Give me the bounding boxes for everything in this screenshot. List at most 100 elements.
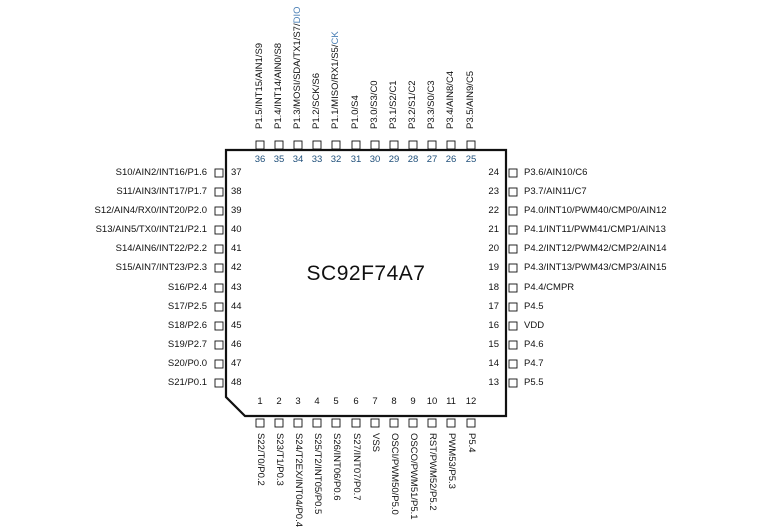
pin-pad xyxy=(274,140,284,150)
pin-label: P4.7 xyxy=(524,358,544,369)
pin-label: S26/INT06/P0.6 xyxy=(331,433,342,501)
pin-number: 19 xyxy=(488,262,499,273)
pin-label: S12/AIN4/RX0/INT20/P2.0 xyxy=(94,205,207,216)
pin-label-text: P3.2/S1/C2 xyxy=(407,80,418,129)
pin-pads xyxy=(214,140,518,428)
pin-pad xyxy=(274,418,284,428)
pin-number: 22 xyxy=(488,205,499,216)
pin-label: P3.5/AIN9/C5 xyxy=(465,71,476,129)
pin-pad xyxy=(508,187,518,197)
pin-label: VSS xyxy=(370,433,381,453)
pin-label: S13/AIN5/TX0/INT21/P2.1 xyxy=(95,224,207,235)
pin-pad xyxy=(508,378,518,388)
pin-pad xyxy=(508,206,518,216)
pin-label-text: P1.0/S4 xyxy=(350,95,361,129)
pin-number: 12 xyxy=(465,396,477,407)
chip-part-number: SC92F74A7 xyxy=(306,262,426,285)
pin-number: 25 xyxy=(465,154,477,165)
pin-label: P3.1/S2/C1 xyxy=(388,80,399,129)
pin-label: PWM53/P5.3 xyxy=(446,433,457,489)
pin-number: 5 xyxy=(333,396,339,407)
pin-pad xyxy=(408,140,418,150)
pin-number: 29 xyxy=(388,154,400,165)
pin-label: P5.5 xyxy=(524,377,544,388)
pin-pad xyxy=(370,140,380,150)
pin-pad xyxy=(389,418,399,428)
pin-label: P3.2/S1/C2 xyxy=(407,80,418,129)
pin-pad xyxy=(255,140,265,150)
pin-number: 35 xyxy=(273,154,285,165)
pin-number: 34 xyxy=(292,154,304,165)
pin-label: S27/INT07/P0.7 xyxy=(351,433,362,501)
pin-pad xyxy=(508,263,518,273)
pin-label-text: P1.3/MOSI/SDA/TX1/S7/ xyxy=(292,23,303,129)
pin-label-text: P3.0/S3/C0 xyxy=(369,80,380,129)
chip-body xyxy=(224,148,508,418)
pin-number: 36 xyxy=(254,154,266,165)
pin-number: 43 xyxy=(231,282,242,293)
pin-number: 3 xyxy=(295,396,301,407)
pin-label: S17/P2.5 xyxy=(167,301,207,312)
pin-pad xyxy=(331,418,341,428)
pin-number: 14 xyxy=(488,358,499,369)
pin-label: P1.2/SCK/S6 xyxy=(311,73,322,129)
pin-pad xyxy=(446,140,456,150)
pin-label: P1.0/S4 xyxy=(350,95,361,129)
pin-pad xyxy=(255,418,265,428)
pin-label: S22/T0/P0.2 xyxy=(255,433,266,486)
pin-number: 21 xyxy=(488,224,499,235)
pin-pad xyxy=(312,140,322,150)
pin-pad xyxy=(214,244,224,254)
pin-label: P3.7/AIN11/C7 xyxy=(524,186,587,197)
pin-number: 24 xyxy=(488,167,499,178)
pin-pad xyxy=(427,140,437,150)
pin-label: VDD xyxy=(524,320,545,331)
pin-label: P1.1/MISO/RX1/S5/CK xyxy=(330,31,341,129)
pin-pad xyxy=(214,359,224,369)
pin-label: P4.6 xyxy=(524,339,544,350)
pin-label: P3.6/AIN10/C6 xyxy=(524,167,588,178)
pin-label-text: P3.5/AIN9/C5 xyxy=(465,70,476,129)
pin-number: 26 xyxy=(445,154,457,165)
pin-pad xyxy=(508,359,518,369)
pin-number: 38 xyxy=(231,186,242,197)
pin-label: S19/P2.7 xyxy=(167,339,207,350)
pin-number: 48 xyxy=(231,377,242,388)
pin-label: S20/P0.0 xyxy=(167,358,207,369)
pin-pad xyxy=(214,187,224,197)
pin-number: 17 xyxy=(488,301,499,312)
pin-label: P3.0/S3/C0 xyxy=(369,80,380,129)
pin-number: 15 xyxy=(488,339,499,350)
pin-label: P4.1/INT11/PWM41/CMP1/AIN13 xyxy=(524,224,666,235)
pin-pad xyxy=(508,302,518,312)
pin-pad xyxy=(351,140,361,150)
pin-pad xyxy=(214,302,224,312)
pin-label: S11/AIN3/INT17/P1.7 xyxy=(116,186,207,197)
pin-pad xyxy=(408,418,418,428)
pin-pad xyxy=(293,140,303,150)
pin-pad xyxy=(466,418,476,428)
pin-number: 39 xyxy=(231,205,242,216)
pin-number: 13 xyxy=(488,377,499,388)
pin-label: P3.4/AIN8/C4 xyxy=(445,71,456,129)
pin-number: 30 xyxy=(369,154,381,165)
pin-pad xyxy=(508,321,518,331)
pin-label: P4.4/CMPR xyxy=(524,282,575,293)
pin-number: 42 xyxy=(231,262,242,273)
pin-label: OSCO/PWM51/P5.1 xyxy=(408,433,419,520)
pin-pad xyxy=(214,283,224,293)
pin-pad xyxy=(214,168,224,178)
pin-label: S14/AIN6/INT22/P2.2 xyxy=(115,243,207,254)
pin-number: 32 xyxy=(330,154,342,165)
pin-number: 2 xyxy=(276,396,282,407)
pin-label: RST/PWM52/P5.2 xyxy=(427,433,438,511)
pin-label: P5.4 xyxy=(466,433,477,453)
pin-label: P1.3/MOSI/SDA/TX1/S7/DIO xyxy=(292,7,303,130)
pin-label: S24/T2EX/INT04/P0.4 xyxy=(293,433,304,527)
pin-pad xyxy=(214,225,224,235)
pin-label-text: P3.4/AIN8/C4 xyxy=(445,70,456,129)
pin-number: 44 xyxy=(231,301,242,312)
pin-label: P4.0/INT10/PWM40/CMP0/AIN12 xyxy=(524,205,667,216)
